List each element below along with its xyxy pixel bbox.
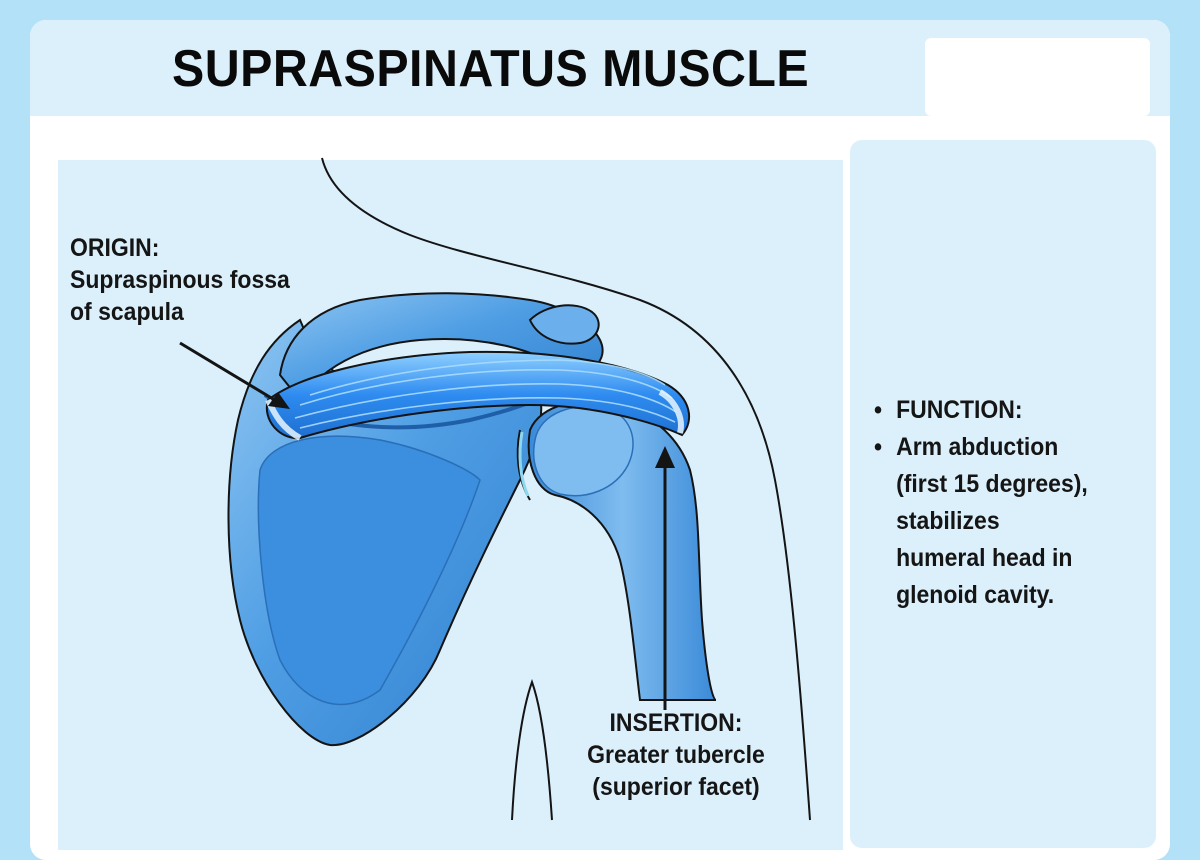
- insertion-heading: INSERTION:: [609, 709, 743, 737]
- function-heading: FUNCTION:: [896, 396, 1023, 424]
- axilla-outline: [511, 679, 553, 821]
- page-title: SUPRASPINATUS MUSCLE: [172, 40, 810, 98]
- origin-line-2: of scapula: [70, 298, 184, 326]
- header-highlight: [925, 38, 1150, 116]
- clavicle-end: [528, 304, 600, 345]
- origin-heading: ORIGIN:: [70, 234, 160, 262]
- origin-line-1: Supraspinous fossa: [70, 266, 290, 294]
- insertion-arrow-icon: [655, 446, 675, 710]
- insertion-line-2: (superior facet): [592, 773, 760, 801]
- function-heading-item: • FUNCTION:: [874, 392, 1088, 429]
- bullet-icon: •: [874, 433, 883, 461]
- bullet-icon: •: [874, 396, 883, 424]
- muscle-insertion-tendon: [658, 389, 684, 434]
- function-list: • FUNCTION: • Arm abduction (first 15 de…: [874, 392, 1088, 614]
- function-description-item: • Arm abduction (first 15 degrees), stab…: [874, 429, 1088, 614]
- scapula-fossa: [257, 435, 481, 706]
- origin-label: ORIGIN: Supraspinous fossa of scapula: [70, 232, 290, 328]
- supraspinatus-muscle: [265, 350, 691, 440]
- muscle-fibers: [294, 359, 677, 429]
- function-line-5: glenoid cavity.: [896, 581, 1055, 609]
- origin-arrow-icon: [179, 341, 290, 409]
- function-panel: [850, 140, 1156, 848]
- function-line-1: Arm abduction: [896, 433, 1059, 461]
- insertion-line-1: Greater tubercle: [587, 741, 765, 769]
- body-outline: [321, 157, 811, 821]
- function-line-2: (first 15 degrees),: [896, 470, 1088, 498]
- function-line-3: stabilizes: [896, 507, 1000, 535]
- function-line-4: humeral head in: [896, 544, 1073, 572]
- joint-gap: [518, 431, 530, 497]
- acromion: [278, 292, 604, 402]
- insertion-label: INSERTION: Greater tubercle (superior fa…: [577, 707, 776, 803]
